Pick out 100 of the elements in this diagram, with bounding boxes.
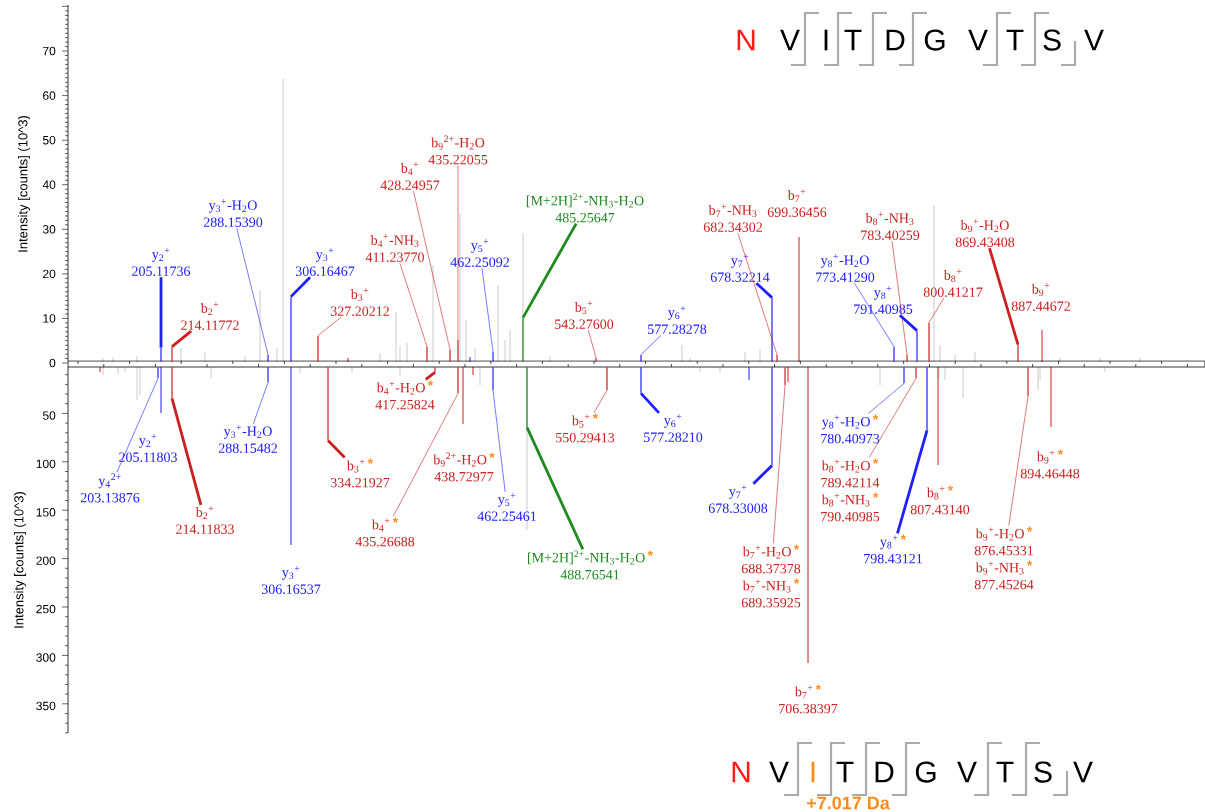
residue-letter: D: [875, 761, 894, 783]
leader-line: [290, 276, 312, 298]
leader-line: [593, 390, 608, 413]
residue-letter: V: [968, 29, 988, 51]
leader-line: [928, 297, 945, 323]
leader-line: [457, 165, 459, 340]
ion-label: b$_{3}$+ 327.20212: [330, 288, 389, 316]
leader-line: [898, 314, 918, 332]
ion-label: y$_{6}$+ 577.28278: [648, 306, 707, 334]
ion-label: b$_{8}$$^{+}$-NH$_{3}$ 783.40259: [861, 212, 920, 240]
ion-label: y$_{3}$+ 306.16537: [261, 566, 321, 594]
ion-label: y$_{3}$$^{+}$-H$_{2}$O 288.15390: [203, 199, 263, 227]
ion-label: b$_{4}$$^{+}$-H$_{2}$O * 417.25824: [375, 380, 435, 410]
leader-line: [868, 383, 905, 414]
residue-letter: T: [836, 761, 854, 783]
tick-label: 100: [36, 459, 56, 469]
residue-letter: V: [1084, 29, 1104, 51]
ion-label: b$_{7}$+ 699.36456: [767, 189, 827, 217]
leader-line: [773, 385, 786, 544]
ion-label: b$_{9}$$^{2+}$-H$_{2}$O * 438.72977: [433, 452, 495, 482]
ion-label: y$_{3}$$^{+}$-H$_{2}$O 288.15482: [218, 425, 277, 453]
axis-title: Intensity [counts] (10^3): [17, 116, 31, 252]
leader-line: [752, 464, 773, 485]
ion-label: b$_{9}$+ * 894.46448: [1020, 449, 1080, 479]
leader-line: [988, 247, 1020, 345]
leader-line: [492, 390, 506, 493]
leader-line: [1008, 396, 1029, 526]
tick-label: 40: [42, 180, 56, 189]
residue-letter: N: [732, 761, 750, 783]
residue-letter: V: [957, 761, 977, 783]
tick-label: 70: [43, 46, 56, 56]
leader-line: [525, 426, 585, 550]
leader-line: [424, 371, 436, 381]
tick-label: 350: [36, 701, 56, 711]
ion-label: y$_{7}$+ 678.33008: [708, 485, 768, 513]
ion-label: b$_{7}$+ * 706.38397: [779, 684, 838, 714]
leader-line: [317, 316, 342, 336]
tick-label: 300: [36, 653, 56, 662]
leader-line: [253, 382, 269, 425]
ion-label: y$_{2}$+ 205.11736: [132, 248, 191, 276]
tick-label: 200: [36, 556, 56, 565]
leader-line: [236, 227, 269, 355]
residue-letter: S: [1034, 761, 1052, 783]
tick-label: 20: [43, 269, 56, 279]
ion-label: y$_{8}$$^{+}$-H$_{2}$O * 780.40973: [821, 414, 880, 444]
leader-line: [640, 334, 662, 355]
residue-letter: V: [1073, 761, 1093, 783]
ion-label: b$_{8}$+ 800.41217: [923, 269, 983, 297]
leader-line: [640, 392, 660, 414]
tick-label: 0: [49, 358, 56, 368]
tick-label: 60: [43, 91, 56, 100]
residue-letter: G: [915, 761, 936, 783]
leader-line: [521, 222, 578, 319]
mass-shift-label: +7.017 Da: [807, 796, 890, 810]
leader-line: [854, 282, 895, 347]
ion-label: y$_{8}$+ * 798.43121: [864, 534, 922, 564]
ion-label: b$_{9}$+ 887.44672: [1011, 283, 1070, 311]
leader-line: [588, 329, 597, 358]
tick-label: 30: [42, 225, 56, 234]
ion-label: y$_{4}$2+ 203.13876: [80, 473, 140, 503]
residue-letter: V: [769, 761, 789, 783]
ion-label: b$_{9}$$^{2+}$-H$_{2}$O 435.22055: [428, 135, 488, 165]
tick-label: 250: [36, 604, 56, 614]
ion-label: b$_{5}$+ * 550.29413: [556, 413, 615, 443]
leader-line: [481, 267, 494, 352]
axis-title: Intensity [counts] (10^3): [13, 492, 27, 628]
residue-letter: V: [780, 29, 800, 51]
ion-label: [M+2H]$^{2+}$-NH$_{3}$-H$_{2}$O 485.25647: [526, 193, 644, 223]
ion-label: b$_{7}$$^{+}$-NH$_{3}$ 682.34302: [703, 204, 762, 232]
ion-label: y$_{3}$+ 306.16467: [295, 248, 355, 276]
ion-label: y$_{5}$+ 462.25461: [477, 493, 536, 521]
ion-label: b$_{3}$+ * 334.21927: [330, 458, 390, 488]
ion-label: b$_{8}$$^{+}$-H$_{2}$O * 789.42114 b$_{8}$$^{+}$-NH$_{3}$ * 790.40985: [821, 458, 880, 522]
ion-label: b$_{4}$+ * 435.26688: [355, 517, 415, 547]
ion-label: b$_{4}$$^{+}$-NH$_{3}$ 411.23770: [365, 234, 424, 262]
ion-label: y$_{8}$+ 791.40985: [854, 286, 913, 314]
tick-label: 150: [36, 508, 56, 517]
leader-line: [869, 378, 917, 458]
leader-line: [737, 232, 778, 355]
ion-label: [M+2H]$^{2+}$-NH$_{3}$-H$_{2}$O * 488.76541: [528, 550, 654, 580]
residue-letter: G: [924, 29, 945, 51]
ion-label: b$_{2}$+ 214.11833: [176, 506, 234, 534]
leader-line: [896, 430, 929, 534]
ion-label: b$_{9}$$^{+}$-H$_{2}$O * 876.45331 b$_{9}$$^{+}$-NH$_{3}$ * 877.45264: [974, 526, 1034, 590]
leader-line: [327, 439, 346, 459]
residue-letter: T: [844, 29, 862, 51]
ion-label: b$_{5}$+ 543.27600: [555, 301, 614, 329]
residue-letter: T: [1006, 29, 1024, 51]
leader-line: [170, 398, 203, 506]
leader-line: [399, 262, 428, 347]
residue-letter: I: [824, 29, 828, 51]
residue-letter: T: [996, 761, 1014, 783]
leader-line: [116, 378, 159, 473]
ion-label: b$_{2}$+ 214.11772: [181, 302, 239, 330]
residue-letter: S: [1043, 29, 1061, 51]
leader-line: [171, 330, 193, 348]
tick-label: 10: [43, 314, 56, 323]
ion-label: y$_{5}$+ 462.25092: [450, 239, 509, 267]
leader-line: [891, 240, 908, 355]
ion-label: b$_{7}$$^{+}$-H$_{2}$O * 688.37378 b$_{7}$$^{+}$-NH$_{3}$ * 689.35925: [741, 544, 801, 608]
